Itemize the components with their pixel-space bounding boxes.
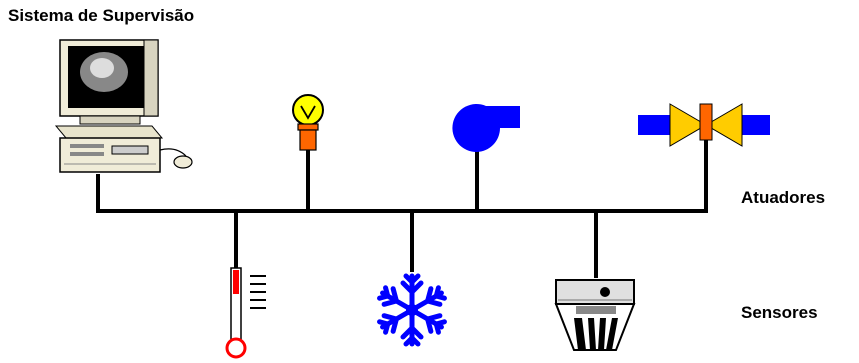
computer-icon <box>54 39 193 173</box>
actuators-label: Atuadores <box>741 188 826 207</box>
light-bulb-icon <box>292 94 324 151</box>
snowflake-icon <box>378 273 446 344</box>
smoke-detector-icon <box>554 279 636 351</box>
valve-icon <box>638 103 770 147</box>
blower-fan-icon <box>452 104 520 153</box>
bus-lines <box>96 138 708 278</box>
thermometer-icon <box>225 267 266 359</box>
sensors-label: Sensores <box>741 303 818 322</box>
diagram-title: Sistema de Supervisão <box>8 6 195 25</box>
